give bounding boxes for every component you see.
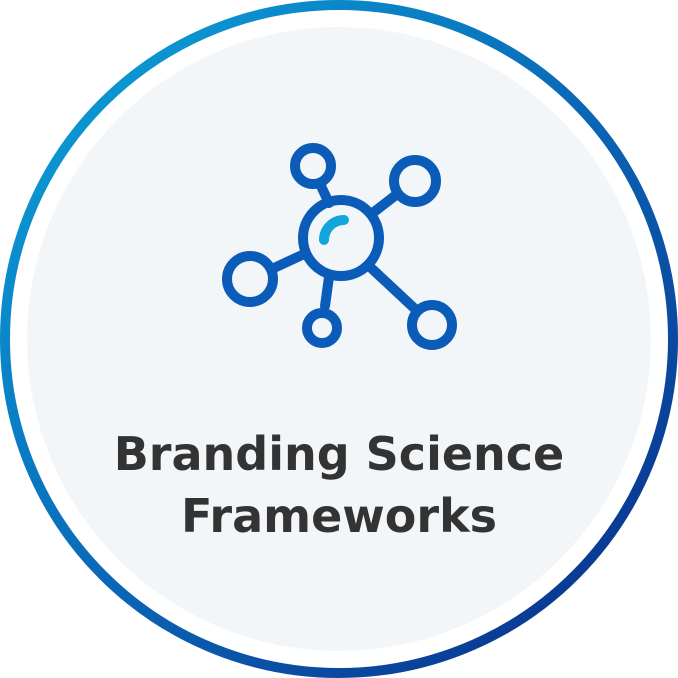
card-title-line-2: Frameworks xyxy=(180,489,498,543)
inner-disc xyxy=(27,27,651,651)
card-title-line-1: Branding Science xyxy=(113,427,565,481)
hub-highlight xyxy=(319,215,349,245)
